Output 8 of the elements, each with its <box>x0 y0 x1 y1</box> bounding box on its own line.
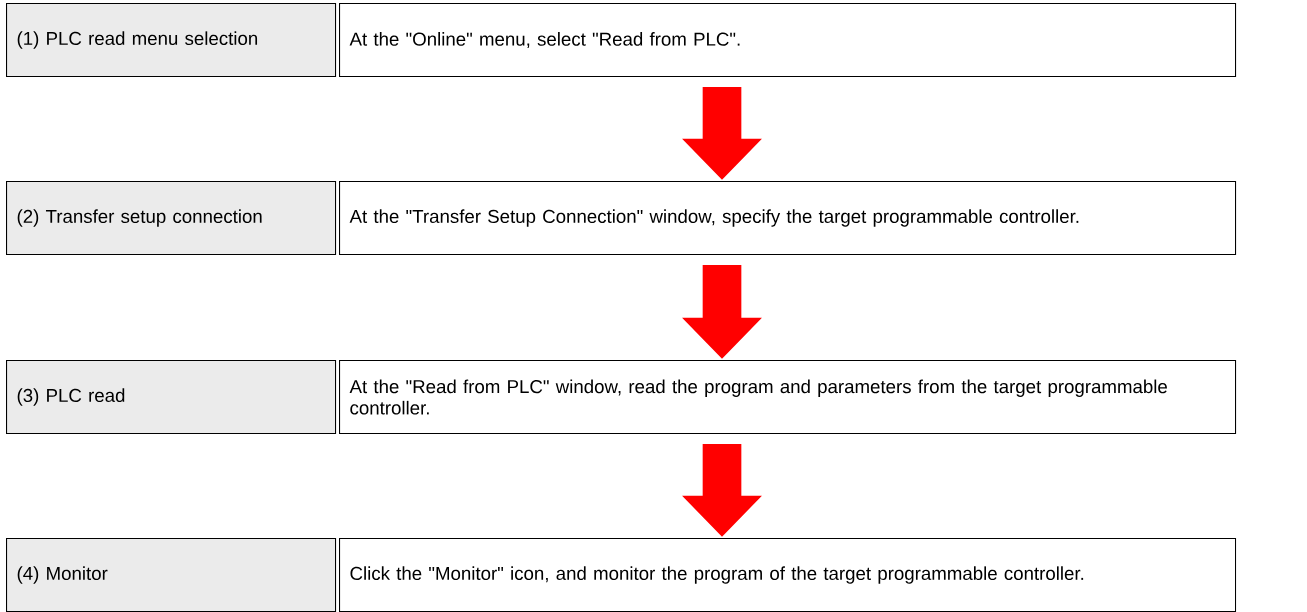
step-label-cell: (4) Monitor <box>6 538 337 612</box>
step-label-cell: (3) PLC read <box>6 360 337 435</box>
step-label-cell: (2) Transfer setup connection <box>6 181 337 256</box>
step-description-cell: Click the "Monitor" icon, and monitor the program of the target programmable controller. <box>339 538 1237 612</box>
step-description-cell: At the "Transfer Setup Connection" window, specify the target programmable controller. <box>339 181 1237 256</box>
step-label-cell: (1) PLC read menu selection <box>6 3 337 78</box>
step-description-cell: At the "Read from PLC" window, read the program and parameters from the target programmable controller. <box>339 360 1237 435</box>
step-description-cell: At the "Online" menu, select "Read from PLC". <box>339 3 1237 78</box>
